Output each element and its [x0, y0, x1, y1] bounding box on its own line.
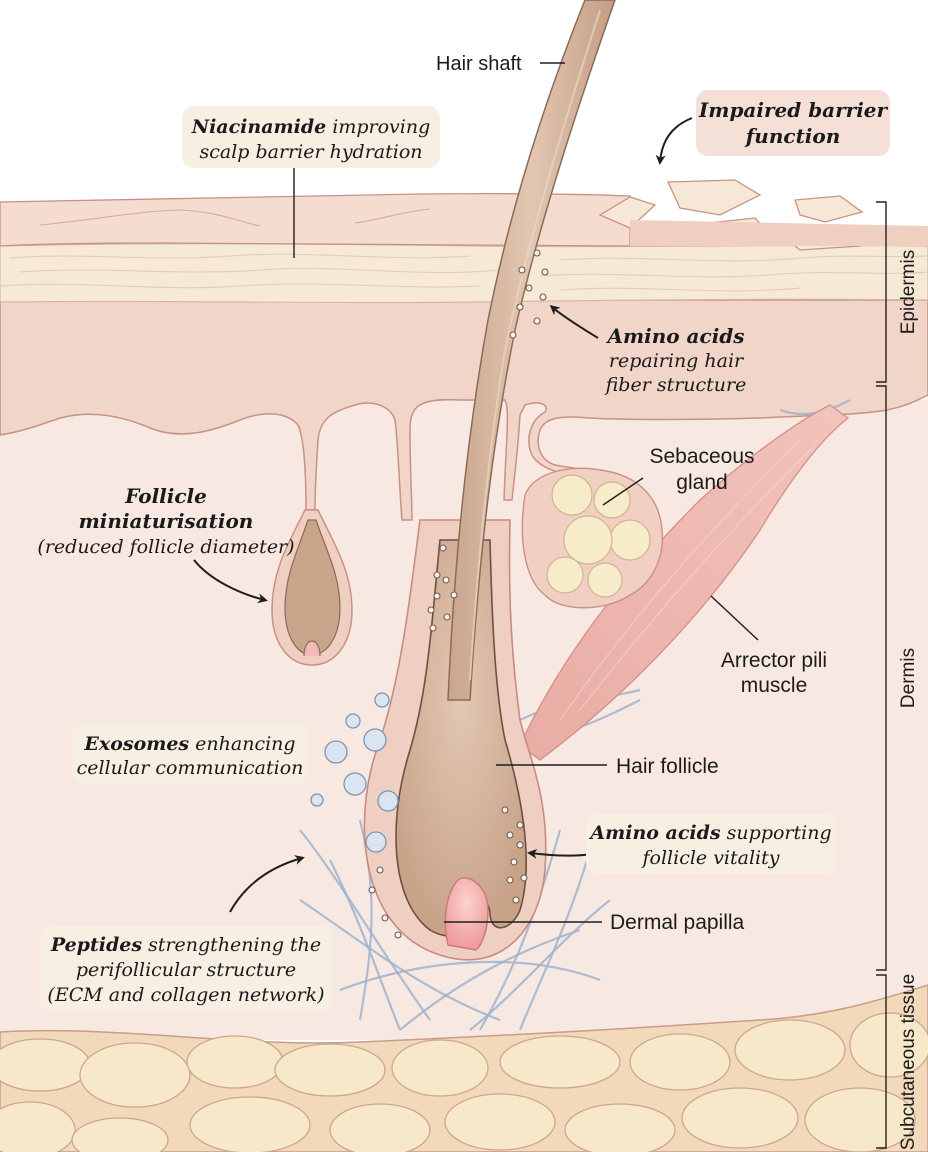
peptides-line2: perifollicular structure [76, 959, 296, 981]
sebaceous-label-line1: Sebaceous [649, 445, 754, 468]
callout-niacinamide: Niacinamide improving scalp barrier hydr… [182, 106, 440, 168]
peptides-rest: strengthening the [142, 934, 321, 956]
miniaturisation-line2: miniaturisation [79, 509, 254, 533]
subcutaneous-bracket [876, 974, 887, 1149]
miniaturisation-arrow [193, 559, 268, 604]
niacinamide-bold: Niacinamide [191, 116, 327, 138]
sebaceous-label-line2: gland [676, 471, 727, 494]
callout-box [182, 106, 440, 168]
layer-brackets: Epidermis Dermis Subcutaneous tissue [876, 201, 919, 1150]
fat-cells [0, 1012, 928, 1152]
miniaturisation-line3: (reduced follicle diameter) [37, 536, 294, 558]
callout-exosomes: Exosomes enhancing cellular communicatio… [72, 724, 308, 784]
arrector-label-line2: muscle [741, 674, 808, 697]
impaired-line2: function [744, 124, 841, 148]
arrector-leader [710, 595, 759, 641]
callout-peptides: Peptides strengthening the perifollicula… [40, 926, 332, 1012]
callout-box [72, 724, 308, 784]
callout-amino-repair: Amino acids repairing hair fiber structu… [604, 324, 747, 396]
amino-repair-arrow [549, 305, 599, 339]
amino-vitality-line2: follicle vitality [641, 847, 780, 869]
barrier-flakes [598, 179, 928, 251]
niacinamide-line2: scalp barrier hydration [199, 141, 422, 163]
hair-follicle-label: Hair follicle [616, 755, 719, 778]
callout-box [586, 814, 836, 874]
main-hair-follicle [363, 0, 616, 961]
epidermis-bracket [876, 201, 887, 383]
impaired-line1: Impaired barrier [698, 98, 889, 122]
hair-shaft [447, 0, 616, 701]
miniaturised-follicle [271, 509, 353, 666]
epidermis-base [0, 299, 928, 521]
amino-vitality-bold: Amino acids [588, 822, 721, 844]
exosomes-rest: enhancing [189, 733, 295, 755]
miniaturisation-line1: Follicle [124, 484, 207, 508]
svg-text:Exosomes enhancing: Exosomes enhancing [83, 733, 295, 755]
impaired-barrier-arrow [655, 117, 693, 165]
callout-amino-vitality: Amino acids supporting follicle vitality [586, 814, 836, 874]
arrector-label-line1: Arrector pili [721, 649, 827, 672]
peptides-arrow [229, 855, 305, 913]
amino-repair-bold: Amino acids [605, 324, 744, 348]
sebaceous-gland [521, 467, 664, 609]
hair-shaft-label: Hair shaft [436, 53, 522, 75]
dermal-papilla-label: Dermal papilla [610, 911, 745, 934]
svg-text:Peptides strengthening the: Peptides strengthening the [50, 934, 321, 956]
svg-text:Niacinamide improving: Niacinamide improving [191, 116, 431, 138]
niacinamide-rest: improving [326, 116, 430, 138]
subcutaneous-label: Subcutaneous tissue [898, 974, 919, 1150]
exosomes-bold: Exosomes [83, 733, 189, 755]
callout-box [696, 90, 890, 156]
dermis-label: Dermis [898, 648, 919, 708]
callout-box [40, 926, 332, 1012]
amino-repair-line3: fiber structure [604, 374, 747, 396]
amino-vitality-rest: supporting [721, 822, 832, 844]
peptides-bold: Peptides [50, 934, 143, 956]
dermis-bracket [876, 385, 887, 971]
amino-repair-line2: repairing hair [609, 350, 745, 372]
exosomes-line2: cellular communication [77, 757, 304, 779]
epidermis-label: Epidermis [898, 250, 919, 334]
exosome-vesicles [310, 692, 399, 853]
callout-impaired-barrier: Impaired barrier function [696, 90, 890, 156]
callout-miniaturisation: Follicle miniaturisation (reduced follic… [37, 484, 294, 558]
svg-text:Amino acids supporting: Amino acids supporting [588, 822, 831, 844]
peptides-line3: (ECM and collagen network) [47, 984, 324, 1006]
amino-acid-particles [368, 249, 549, 939]
sebaceous-leader [602, 477, 644, 506]
dermal-papilla [444, 877, 489, 951]
